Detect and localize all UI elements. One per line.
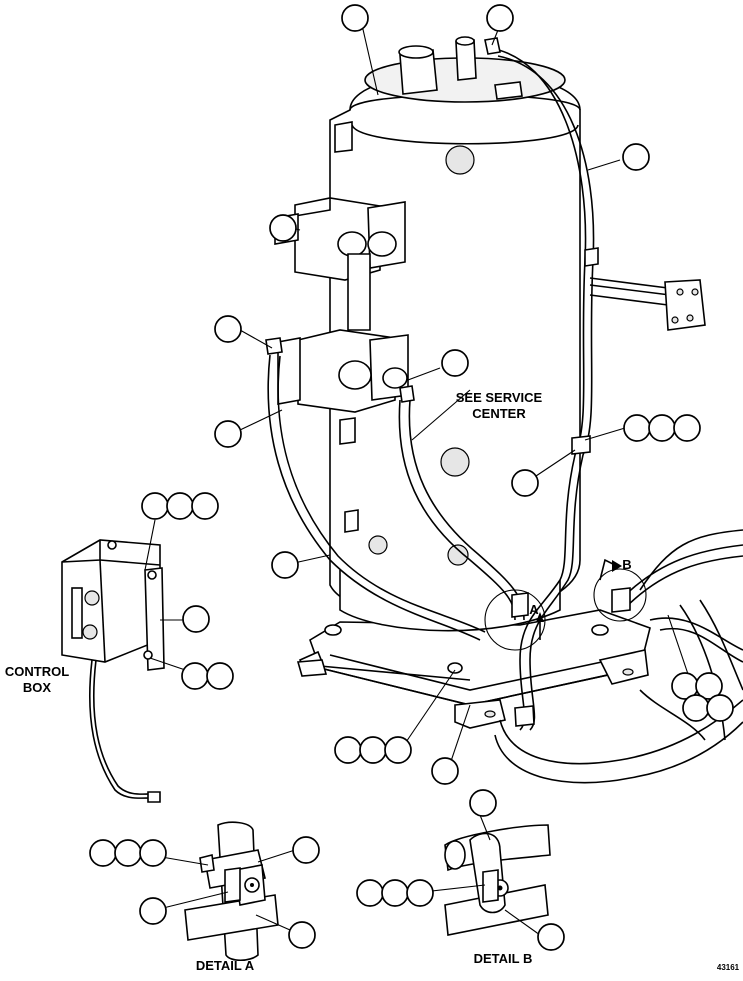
detail-b-marker: B [622, 557, 632, 572]
lower-muffler-block [277, 329, 409, 413]
electrical-bracket [589, 277, 706, 331]
detail-a-caption: DETAIL A [195, 958, 255, 973]
figure-number: 43161 [716, 963, 740, 972]
refrigerant-tubes [265, 37, 743, 784]
see-service-label-line1: SEE SERVICE [455, 390, 543, 405]
see-service-label-line2: CENTER [472, 406, 526, 421]
detail-a-marker: A [529, 602, 539, 617]
control-box-label-line1: CONTROL [4, 664, 70, 679]
mounting-base-plate [298, 609, 651, 729]
detail-b-caption: DETAIL B [473, 951, 533, 966]
detail-a-illustration [184, 821, 279, 962]
control-box-label-line2: BOX [22, 680, 52, 695]
control-box [61, 539, 165, 803]
detail-circles [484, 558, 647, 651]
detail-b-illustration [444, 824, 551, 936]
callout-bubbles [89, 4, 734, 951]
